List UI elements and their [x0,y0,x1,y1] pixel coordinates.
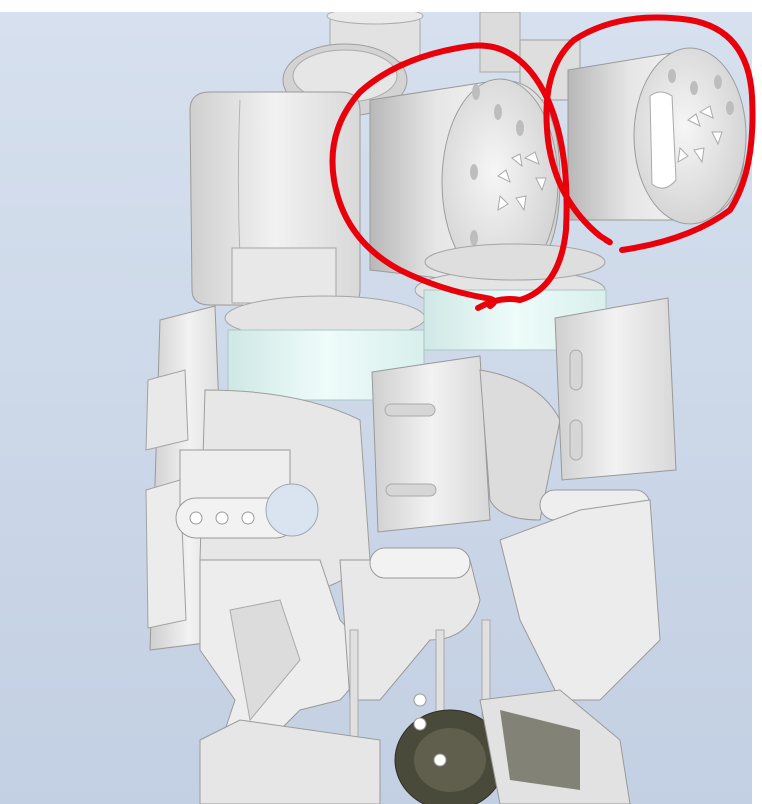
left-foot-track [199,719,381,804]
cad-render [0,12,762,804]
shin-links [199,499,661,761]
viewport-right-edge [752,12,762,804]
right-thigh-block [539,297,677,521]
left-knee-assembly [175,389,371,601]
right-foot-track [394,689,631,804]
left-hip-housing [189,91,361,306]
annotation-circle-left-motor [329,42,570,311]
center-front-blocks [371,355,561,533]
right-hip-motor [567,47,747,225]
left-hip-motor [369,78,561,286]
annotation-circle-right-motor [543,14,756,253]
